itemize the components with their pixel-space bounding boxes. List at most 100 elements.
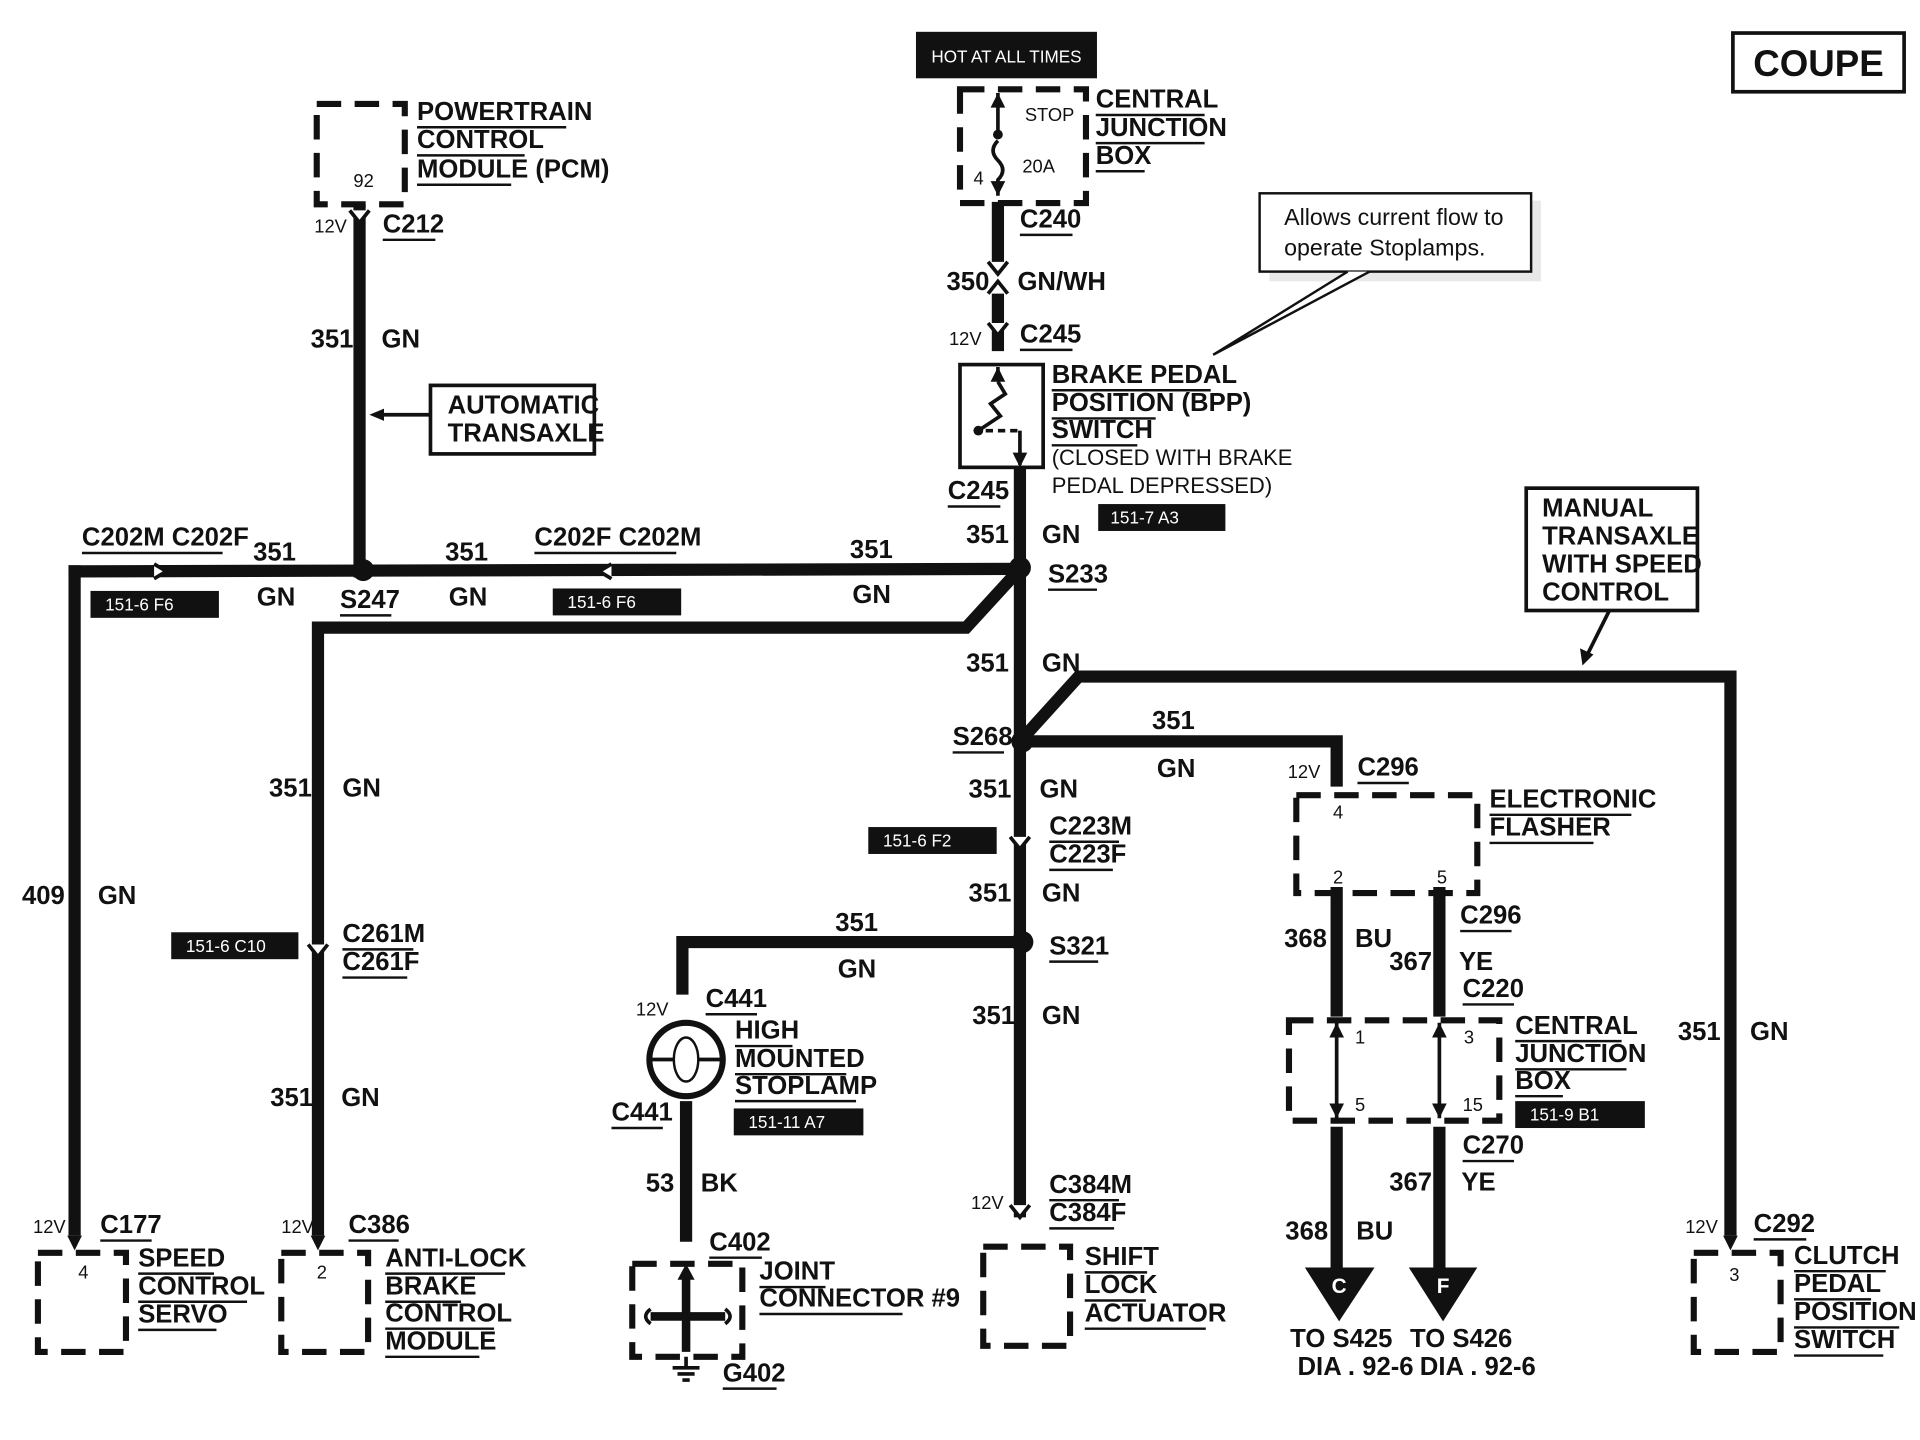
clutch-branch-labels: 351 GN 12V C292 — [1678, 1018, 1815, 1241]
svg-text:C270: C270 — [1463, 1132, 1524, 1160]
high-mounted-stoplamp: 12V C441 HIGH MOUNTED STOPLAMP C441 — [611, 985, 877, 1130]
svg-text:4: 4 — [78, 1262, 88, 1283]
svg-text:BU: BU — [1356, 1217, 1393, 1245]
svg-text:151-6 F6: 151-6 F6 — [567, 593, 635, 612]
svg-text:TRANSAXLE: TRANSAXLE — [1542, 522, 1699, 550]
svg-text:S268: S268 — [953, 723, 1013, 751]
svg-text:F: F — [1437, 1275, 1450, 1298]
svg-text:12V: 12V — [281, 1216, 314, 1237]
svg-text:S233: S233 — [1048, 560, 1108, 588]
svg-text:CENTRAL: CENTRAL — [1096, 86, 1219, 114]
svg-text:C296: C296 — [1460, 902, 1521, 930]
svg-text:C: C — [1332, 1275, 1347, 1298]
svg-text:GN: GN — [341, 1084, 380, 1112]
svg-text:S321: S321 — [1049, 932, 1109, 960]
svg-text:C386: C386 — [349, 1211, 410, 1239]
svg-text:MODULE (PCM): MODULE (PCM) — [417, 155, 609, 183]
svg-text:151-6 C10: 151-6 C10 — [186, 937, 266, 956]
wire-harness — [68, 201, 1737, 1279]
hot-at-all-times-label: HOT AT ALL TIMES — [915, 31, 1097, 79]
svg-text:2: 2 — [1333, 866, 1343, 887]
svg-text:GN: GN — [852, 581, 891, 609]
svg-text:5: 5 — [1355, 1094, 1365, 1115]
svg-text:SHIFT: SHIFT — [1085, 1243, 1159, 1271]
svg-text:151-11 A7: 151-11 A7 — [748, 1113, 825, 1132]
svg-text:C202F C202M: C202F C202M — [534, 524, 701, 552]
svg-text:GN/WH: GN/WH — [1017, 268, 1105, 296]
joint-connector-9: JOINT CONNECTOR #9 G402 — [629, 1258, 960, 1390]
svg-text:350: 350 — [947, 268, 990, 296]
ref-151-7-a3: 151-7 A3 — [1098, 504, 1226, 531]
svg-text:C441: C441 — [611, 1099, 672, 1127]
svg-text:BRAKE PEDAL: BRAKE PEDAL — [1052, 361, 1237, 389]
svg-text:CENTRAL: CENTRAL — [1515, 1012, 1638, 1040]
svg-text:DIA . 92-6: DIA . 92-6 — [1420, 1353, 1536, 1381]
abs-branch-labels: 351 GN C261M C261F 351 GN 12V C386 — [269, 774, 425, 1242]
splice-s247 — [352, 559, 375, 582]
svg-text:GN: GN — [342, 774, 381, 802]
svg-text:351: 351 — [270, 1084, 313, 1112]
svg-text:151-6 F2: 151-6 F2 — [883, 832, 951, 851]
svg-text:351: 351 — [850, 536, 893, 564]
svg-text:PEDAL: PEDAL — [1794, 1270, 1881, 1298]
svg-text:YE: YE — [1461, 1168, 1495, 1196]
svg-text:351: 351 — [253, 538, 296, 566]
svg-text:C223M: C223M — [1049, 812, 1132, 840]
svg-text:C384F: C384F — [1049, 1199, 1126, 1227]
svg-text:151-9 B1: 151-9 B1 — [1530, 1106, 1599, 1125]
svg-text:3: 3 — [1464, 1027, 1474, 1048]
svg-text:C261M: C261M — [342, 920, 425, 948]
svg-text:(CLOSED WITH BRAKE: (CLOSED WITH BRAKE — [1052, 445, 1293, 470]
svg-text:C240: C240 — [1020, 206, 1081, 234]
svg-text:151-7 A3: 151-7 A3 — [1110, 509, 1178, 528]
svg-text:53: 53 — [646, 1170, 675, 1198]
svg-text:operate Stoplamps.: operate Stoplamps. — [1284, 235, 1485, 261]
svg-text:TO S425: TO S425 — [1290, 1325, 1392, 1353]
automatic-transaxle-callout: AUTOMATIC TRANSAXLE — [369, 383, 604, 456]
svg-text:HIGH: HIGH — [735, 1017, 799, 1045]
svg-text:12V: 12V — [636, 998, 669, 1019]
svg-text:JUNCTION: JUNCTION — [1515, 1040, 1646, 1068]
svg-text:368: 368 — [1284, 925, 1327, 953]
svg-text:MOUNTED: MOUNTED — [735, 1045, 865, 1073]
svg-text:SWITCH: SWITCH — [1052, 416, 1153, 444]
svg-text:4: 4 — [973, 168, 983, 189]
connector-notches — [153, 209, 1032, 1221]
svg-text:GN: GN — [1039, 776, 1078, 804]
svg-text:MODULE: MODULE — [385, 1327, 496, 1355]
svg-text:C441: C441 — [706, 985, 767, 1013]
svg-text:JUNCTION: JUNCTION — [1096, 114, 1227, 142]
svg-text:POSITION (BPP): POSITION (BPP) — [1052, 389, 1252, 417]
splice-s321 — [1011, 931, 1034, 954]
svg-text:SWITCH: SWITCH — [1794, 1326, 1895, 1354]
svg-text:351: 351 — [445, 538, 488, 566]
svg-text:GN: GN — [257, 584, 296, 612]
svg-text:G402: G402 — [723, 1359, 786, 1387]
svg-text:351: 351 — [835, 909, 878, 937]
svg-text:409: 409 — [22, 882, 65, 910]
svg-text:12V: 12V — [949, 328, 982, 349]
svg-text:MANUAL: MANUAL — [1542, 494, 1653, 522]
svg-text:351: 351 — [1152, 707, 1195, 735]
svg-text:GN: GN — [98, 882, 137, 910]
svg-text:C177: C177 — [100, 1211, 161, 1239]
svg-text:GN: GN — [1042, 880, 1081, 908]
model-badge: COUPE — [1731, 31, 1906, 94]
svg-text:C220: C220 — [1463, 975, 1524, 1003]
svg-text:ELECTRONIC: ELECTRONIC — [1490, 785, 1657, 813]
svg-text:367: 367 — [1389, 948, 1432, 976]
manual-transaxle-callout: MANUAL TRANSAXLE WITH SPEED CONTROL — [1524, 486, 1702, 666]
svg-text:JOINT: JOINT — [759, 1258, 835, 1286]
svg-text:STOPLAMP: STOPLAMP — [735, 1072, 877, 1100]
svg-text:12V: 12V — [1288, 761, 1321, 782]
shift-lock-actuator: 12V C384M C384F SHIFT LOCK ACTUATOR — [971, 1171, 1227, 1349]
anti-lock-brake-control-module: 2 ANTI-LOCK BRAKE CONTROL MODULE — [278, 1235, 527, 1359]
ref-151-11-a7: 151-11 A7 — [733, 1108, 864, 1136]
svg-text:C245: C245 — [1020, 321, 1081, 349]
svg-text:CONTROL: CONTROL — [138, 1272, 265, 1300]
ref-151-6-f6-left: 151-6 F6 — [90, 590, 219, 618]
svg-text:GN: GN — [449, 584, 488, 612]
svg-text:351: 351 — [269, 774, 312, 802]
